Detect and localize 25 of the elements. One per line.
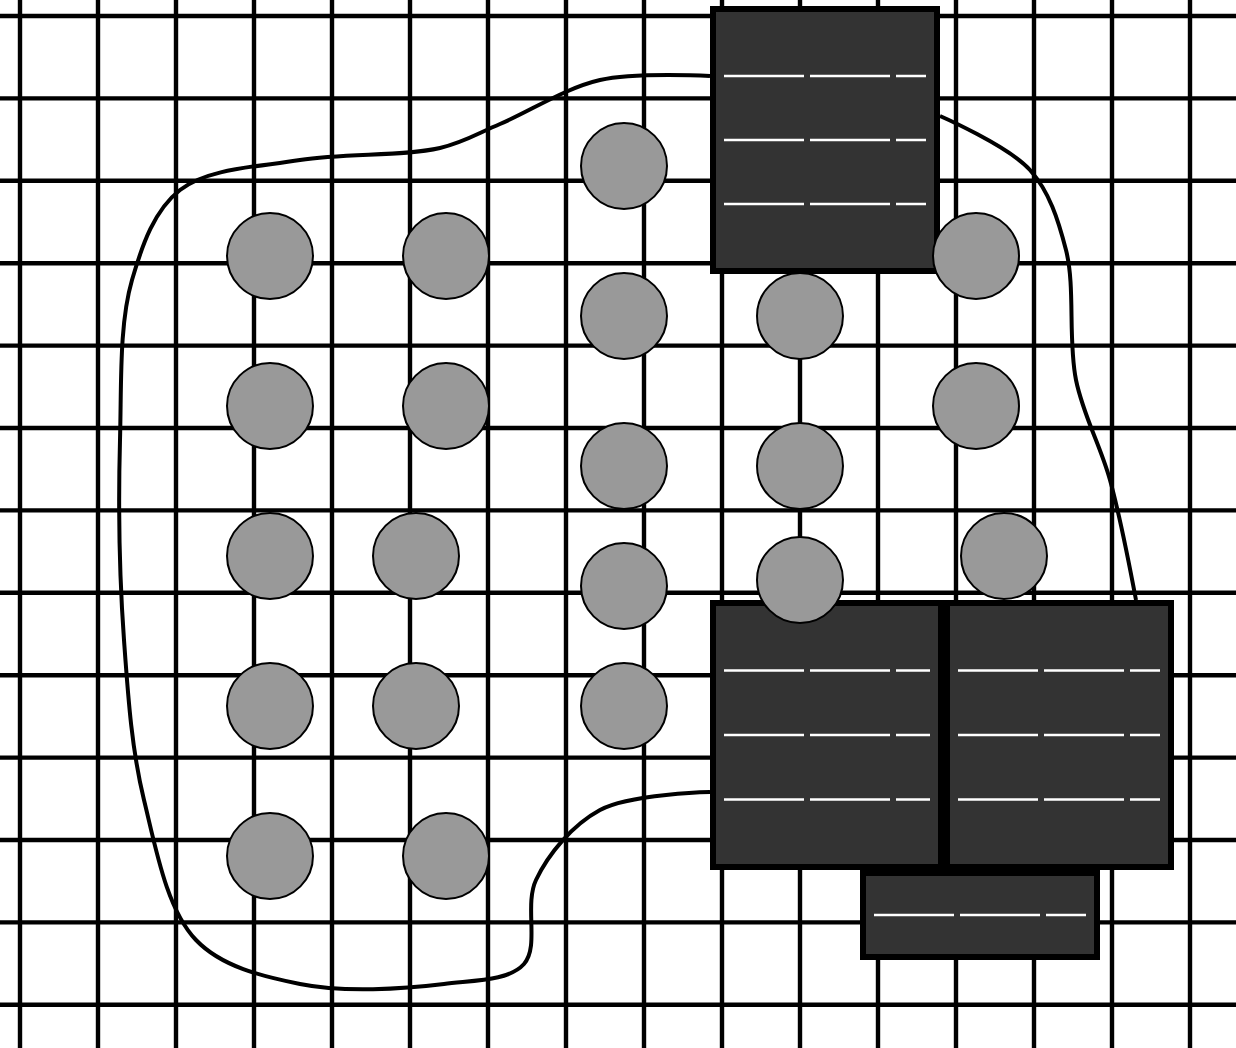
tree-circle — [402, 212, 490, 300]
tree-circle — [756, 272, 844, 360]
tree-circle — [372, 662, 460, 750]
tree-circle — [226, 512, 314, 600]
solar-panel — [944, 600, 1174, 870]
tree-circle — [756, 422, 844, 510]
tree-circle — [580, 422, 668, 510]
tree-circle — [932, 212, 1020, 300]
tree-circle — [372, 512, 460, 600]
tree-circle — [580, 272, 668, 360]
tree-circle — [580, 122, 668, 210]
tree-circle — [402, 362, 490, 450]
solar-panel — [710, 6, 940, 274]
solar-panel — [710, 600, 944, 870]
tree-circle — [756, 536, 844, 624]
tree-circle — [226, 662, 314, 750]
solar-panel — [860, 870, 1100, 960]
tree-circle — [580, 662, 668, 750]
tree-circle — [226, 362, 314, 450]
tree-circle — [402, 812, 490, 900]
tree-circle — [932, 362, 1020, 450]
tree-circle — [960, 512, 1048, 600]
tree-circle — [226, 812, 314, 900]
tree-circle — [580, 542, 668, 630]
tree-circle — [226, 212, 314, 300]
